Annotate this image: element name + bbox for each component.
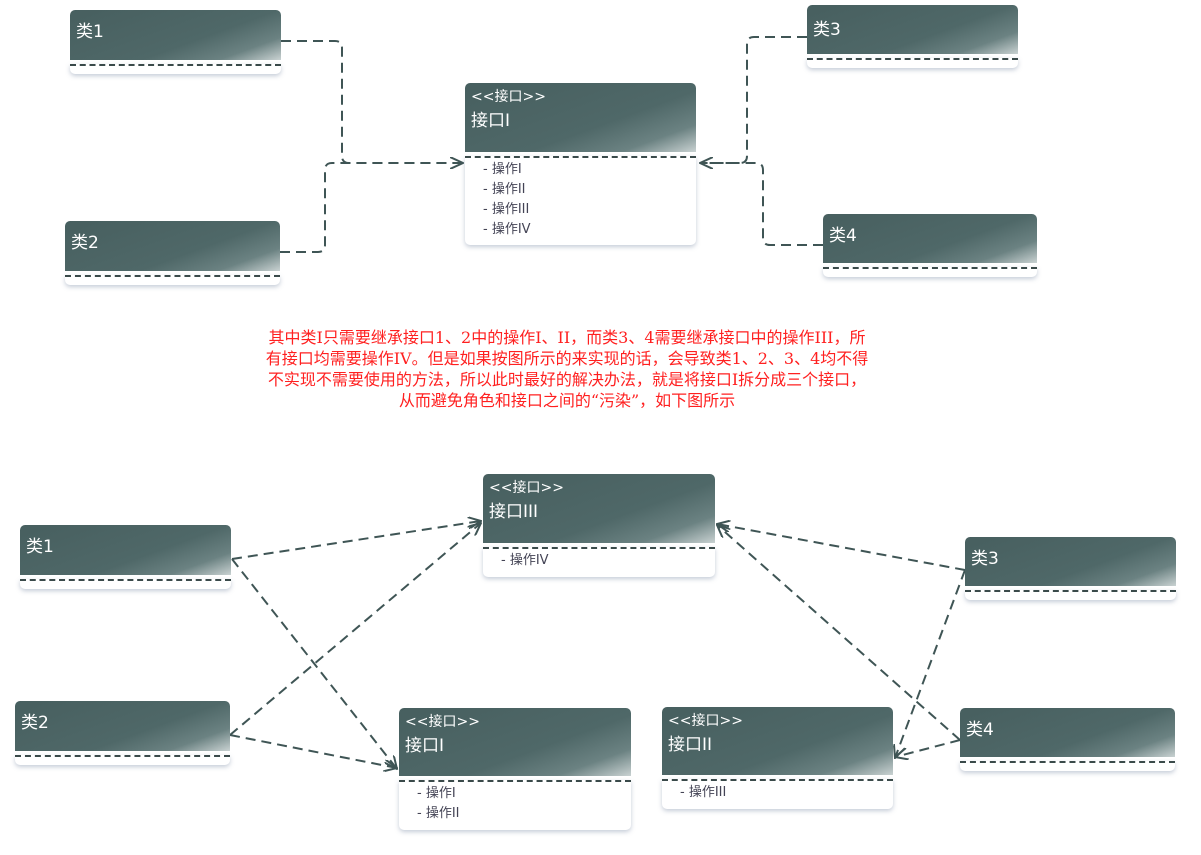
interface-body: - 操作III	[662, 779, 893, 809]
class-header: 类4	[960, 708, 1175, 757]
edge-b-class2-iface3	[229, 523, 481, 736]
class-box-2-top[interactable]: 类2	[65, 221, 280, 285]
edge-b-class3-iface3	[717, 524, 966, 571]
stereotype: <<接口>>	[489, 480, 564, 496]
edge-b-class4-iface2	[895, 739, 961, 757]
class-box-3-bottom[interactable]: 类3	[965, 537, 1176, 600]
class-name: 类4	[966, 720, 994, 740]
interface-name: 接口III	[489, 502, 539, 522]
class-header: 类2	[65, 221, 280, 271]
stereotype: <<接口>>	[668, 713, 743, 729]
interface-header: <<接口>> 接口I	[465, 83, 696, 152]
class-name: 类3	[813, 20, 841, 40]
class-body	[15, 755, 230, 765]
operation: - 操作I	[417, 786, 456, 801]
class-header: 类3	[965, 537, 1176, 586]
class-name: 类1	[76, 22, 104, 42]
edge-top-class2	[280, 162, 463, 253]
operation: - 操作IV	[483, 222, 531, 237]
interface-body: - 操作I - 操作II	[399, 780, 631, 830]
class-body	[65, 275, 280, 285]
interface-name: 接口I	[471, 111, 511, 131]
interface-name: 接口I	[405, 736, 445, 756]
operation: - 操作III	[680, 785, 727, 800]
class-box-1-top[interactable]: 类1	[70, 10, 281, 74]
class-header: 类4	[823, 214, 1037, 263]
operation: - 操作III	[483, 202, 530, 217]
class-body	[70, 64, 281, 74]
class-header: 类2	[15, 701, 230, 751]
interface-box-ii[interactable]: <<接口>> 接口II - 操作III	[662, 707, 893, 809]
interface-box-i[interactable]: <<接口>> 接口I - 操作I - 操作II	[399, 708, 631, 830]
edge-b-class1-iface1	[231, 558, 397, 769]
class-name: 类3	[971, 549, 999, 569]
class-box-2-bottom[interactable]: 类2	[15, 701, 230, 765]
class-header: 类1	[70, 10, 281, 60]
class-box-4-bottom[interactable]: 类4	[960, 708, 1175, 771]
class-body	[20, 579, 231, 589]
stereotype: <<接口>>	[405, 714, 480, 730]
class-box-1-bottom[interactable]: 类1	[20, 525, 231, 589]
interface-header: <<接口>> 接口II	[662, 707, 893, 775]
interface-name: 接口II	[668, 735, 713, 755]
class-body	[960, 761, 1175, 771]
interface-box-top[interactable]: <<接口>> 接口I - 操作I - 操作II - 操作III - 操作IV	[465, 83, 696, 245]
edge-b-class2-iface1	[229, 734, 397, 768]
class-name: 类2	[71, 233, 99, 253]
edge-top-class1	[281, 40, 463, 163]
operation: - 操作II	[483, 182, 526, 197]
interface-box-iii[interactable]: <<接口>> 接口III - 操作IV	[483, 474, 715, 577]
operation: - 操作I	[483, 162, 522, 177]
interface-header: <<接口>> 接口III	[483, 474, 715, 543]
operation: - 操作II	[417, 806, 460, 821]
interface-header: <<接口>> 接口I	[399, 708, 631, 776]
class-box-4-top[interactable]: 类4	[823, 214, 1037, 277]
class-header: 类3	[807, 5, 1018, 54]
operation: - 操作IV	[501, 553, 549, 568]
edge-b-class4-iface3	[717, 525, 961, 741]
class-name: 类1	[26, 537, 54, 557]
edge-b-class1-iface3	[231, 521, 481, 560]
class-name: 类2	[21, 713, 49, 733]
stereotype: <<接口>>	[471, 89, 546, 105]
class-body	[965, 590, 1176, 600]
class-body	[823, 267, 1037, 277]
class-header: 类1	[20, 525, 231, 575]
class-name: 类4	[829, 226, 857, 246]
explanation-note: 其中类I只需要继承接口1、2中的操作I、II，而类3、4需要继承接口中的操作II…	[265, 328, 869, 410]
interface-body: - 操作IV	[483, 547, 715, 577]
class-body	[807, 58, 1018, 68]
interface-body: - 操作I - 操作II - 操作III - 操作IV	[465, 156, 696, 245]
edge-b-class3-iface2	[895, 569, 966, 758]
class-box-3-top[interactable]: 类3	[807, 5, 1018, 68]
edge-top-class3	[700, 36, 807, 163]
edge-top-class4	[700, 162, 823, 246]
